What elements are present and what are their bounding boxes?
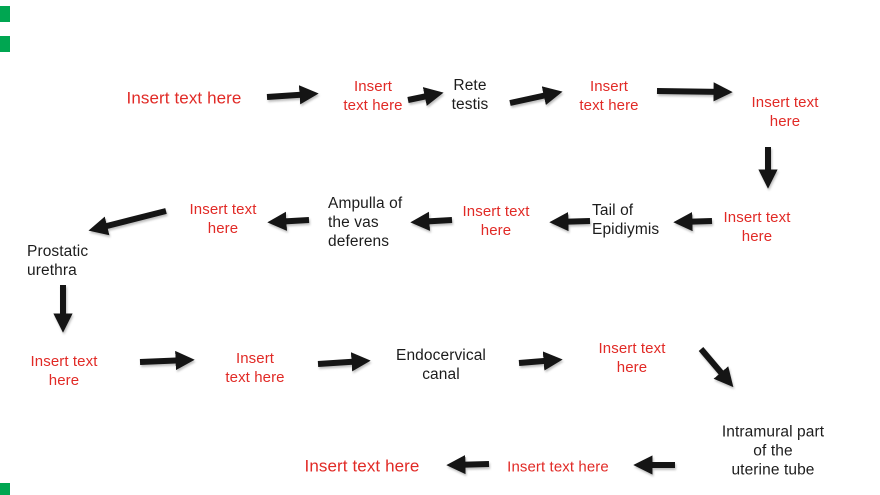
- label-tail-of-epidiymis: Tail of Epidiymis: [592, 202, 660, 238]
- arrow-right: [139, 350, 195, 371]
- arrow-down-left: [88, 208, 167, 236]
- placeholder-insert-text[interactable]: Insert text here: [751, 94, 819, 130]
- label-rete-testis: Rete testis: [451, 77, 489, 113]
- green-marker: [0, 6, 10, 22]
- placeholder-insert-text[interactable]: Insert text here: [189, 201, 257, 237]
- arrow-down-right: [698, 347, 734, 388]
- arrow-left: [410, 211, 453, 231]
- placeholder-insert-text[interactable]: Insert text here: [462, 203, 530, 239]
- label-intramural-uterine-tube: Intramural part of the uterine tube: [721, 423, 825, 479]
- label-prostatic-urethra: Prostatic urethra: [27, 243, 89, 279]
- label-ampulla-vas-deferens: Ampulla of the vas deferens: [328, 195, 403, 250]
- arrow-right: [509, 86, 563, 106]
- placeholder-insert-text[interactable]: Insert text here: [30, 353, 98, 389]
- arrow-right: [518, 351, 563, 371]
- arrow-left: [446, 455, 490, 475]
- green-marker: [0, 483, 10, 495]
- placeholder-insert-text[interactable]: Insert text here: [723, 209, 791, 245]
- arrow-left: [549, 212, 591, 232]
- arrow-left: [267, 211, 310, 231]
- arrow-left: [673, 212, 713, 232]
- placeholder-insert-text[interactable]: Insert text here: [225, 350, 285, 386]
- placeholder-insert-text[interactable]: Insert text here: [598, 340, 666, 376]
- arrow-right: [266, 85, 319, 105]
- green-marker: [0, 36, 10, 52]
- arrow-right: [317, 352, 371, 372]
- placeholder-insert-text[interactable]: Insert text here: [507, 458, 609, 476]
- arrow-right: [656, 82, 733, 102]
- placeholder-insert-text[interactable]: Insert text here: [126, 88, 242, 108]
- arrow-right: [407, 87, 444, 106]
- label-endocervical-canal: Endocervical canal: [396, 347, 486, 383]
- placeholder-insert-text[interactable]: Insert text here: [343, 78, 403, 114]
- placeholder-insert-text[interactable]: Insert text here: [579, 78, 639, 114]
- placeholder-insert-text[interactable]: Insert text here: [304, 456, 420, 476]
